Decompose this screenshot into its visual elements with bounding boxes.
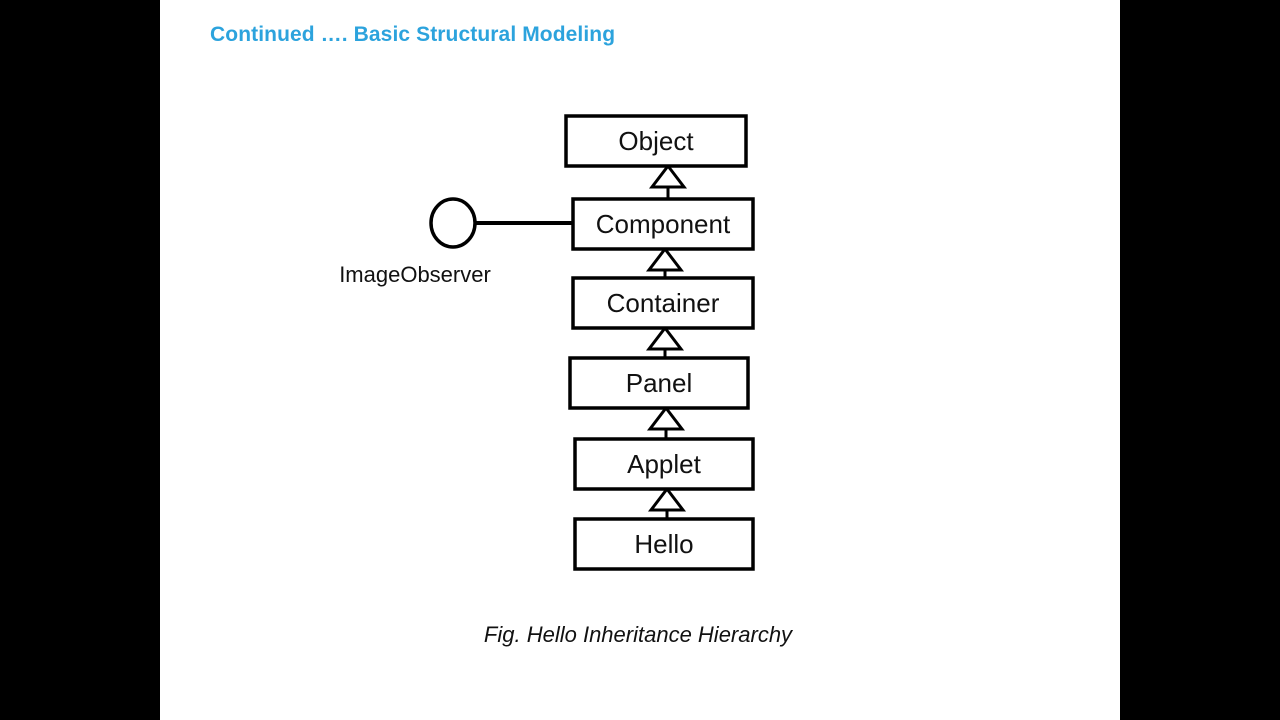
class-box-hello bbox=[573, 517, 755, 571]
class-box-applet bbox=[573, 437, 755, 491]
figure-caption: Fig. Hello Inheritance Hierarchy bbox=[483, 622, 793, 647]
letterbox-bar-right bbox=[1120, 0, 1280, 720]
interface-lollipop-imageobserver bbox=[429, 197, 573, 249]
class-box-container bbox=[571, 276, 755, 330]
diagram-svg-canvas bbox=[429, 114, 755, 571]
page-title: Continued …. Basic Structural Modeling bbox=[210, 23, 616, 46]
generalization-component-to-object bbox=[648, 163, 688, 199]
letterbox-bar-left bbox=[0, 0, 160, 720]
slide-canvas: Continued …. Basic Structural Modeling bbox=[160, 0, 1120, 720]
class-box-component bbox=[571, 197, 755, 251]
generalization-applet-to-panel bbox=[646, 405, 686, 439]
class-box-panel bbox=[568, 356, 750, 410]
interface-label-imageobserver: ImageObserver bbox=[339, 262, 491, 287]
generalization-container-to-component bbox=[645, 246, 685, 278]
generalization-panel-to-container bbox=[645, 325, 685, 358]
generalization-hello-to-applet bbox=[647, 486, 687, 519]
uml-inheritance-diagram: Object Component Container Panel Applet … bbox=[160, 0, 1120, 720]
class-box-object bbox=[564, 114, 748, 168]
